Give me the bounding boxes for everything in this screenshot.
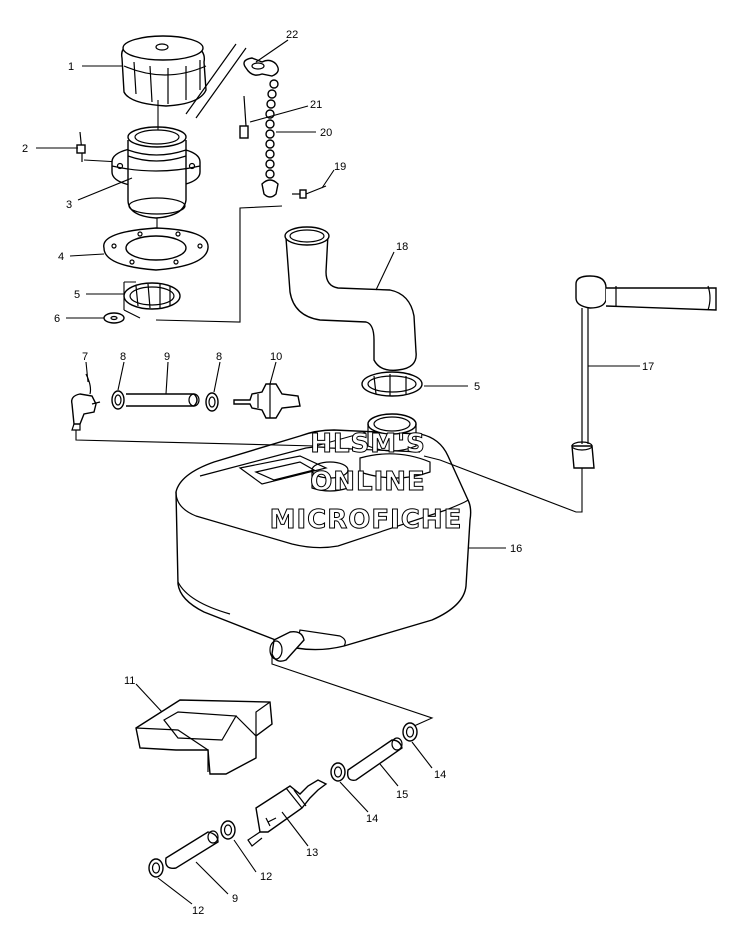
callout-8-left: 8 [120, 351, 126, 363]
leader-21 [249, 105, 309, 123]
leader-22 [255, 39, 289, 63]
leader-15 [379, 763, 399, 787]
clamp-12-upper [220, 820, 236, 840]
washer-6 [103, 312, 125, 324]
leader-12b [157, 877, 193, 905]
fuel-gauge-17 [571, 275, 717, 469]
bracket-5a [123, 281, 141, 319]
filler-neck [111, 126, 201, 219]
callout-10: 10 [270, 351, 282, 363]
clamp-5-upper [123, 282, 181, 310]
callout-7: 7 [82, 351, 88, 363]
fuel-hose-15 [346, 737, 403, 781]
callout-20: 20 [320, 127, 332, 139]
leader-10 [269, 361, 277, 385]
callout-5-lower: 5 [474, 381, 480, 393]
callout-11: 11 [124, 675, 135, 687]
fuel-cap [120, 35, 207, 107]
clamp-12-lower [148, 858, 164, 878]
fuel-hose-9-lower [165, 830, 219, 869]
callout-22: 22 [286, 29, 298, 41]
clamp-14-lower [330, 762, 346, 782]
leader-12a [233, 839, 257, 873]
callout-14-upper: 14 [434, 769, 446, 781]
leader-14a [411, 741, 433, 769]
retainer-chain [239, 57, 279, 198]
watermark-line-2: ONLINE [310, 467, 426, 497]
watermark-line-1: HLSM'S [310, 429, 426, 459]
callout-21: 21 [310, 99, 322, 111]
callout-5-upper: 5 [74, 289, 80, 301]
neck-to-hose-line [155, 205, 283, 323]
leader-7 [85, 361, 89, 383]
callout-16: 16 [510, 543, 522, 555]
callout-9-upper: 9 [164, 351, 170, 363]
leader-19 [321, 169, 335, 189]
callout-9-lower: 9 [232, 893, 238, 905]
clamp-14-upper [402, 722, 418, 742]
filler-hose-18 [284, 226, 417, 371]
callout-12-lower: 12 [192, 905, 204, 917]
callout-17: 17 [642, 361, 654, 373]
leader-4 [69, 253, 105, 257]
cap-tether [185, 43, 247, 119]
leader-8a [117, 361, 125, 391]
vent-screw-19 [292, 185, 327, 199]
leader-18 [375, 251, 395, 291]
callout-2: 2 [22, 143, 28, 155]
outlet-to-line [271, 654, 434, 727]
clamp-8-left [111, 390, 125, 410]
gasket-4 [103, 227, 209, 271]
leader-9a [165, 361, 169, 395]
callout-19: 19 [334, 161, 346, 173]
clamp-8-right [205, 392, 219, 412]
clamp-5-lower [361, 371, 423, 397]
tank-bracket-11 [135, 699, 273, 775]
watermark-line-3: MICROFICHE [270, 505, 463, 535]
leader-11 [135, 683, 163, 713]
callout-4: 4 [58, 251, 64, 263]
callout-6: 6 [54, 313, 60, 325]
leader-3 [77, 177, 133, 201]
screw-small-2 [76, 131, 86, 162]
vent-elbow-7 [70, 373, 101, 431]
leader-8b [213, 361, 221, 393]
callout-8-right: 8 [216, 351, 222, 363]
check-valve-10 [233, 383, 301, 419]
fuel-tank-16 [175, 413, 472, 662]
leader-9b [195, 861, 229, 895]
leader-13 [281, 811, 309, 847]
fuel-filter-13 [247, 779, 328, 847]
gauge-to-tank-line [423, 455, 583, 513]
callout-15: 15 [396, 789, 408, 801]
callout-1: 1 [68, 61, 74, 73]
callout-14-lower: 14 [366, 813, 378, 825]
leader-14b [339, 781, 369, 813]
vent-to-tank-line [75, 430, 367, 447]
callout-18: 18 [396, 241, 408, 253]
callout-12-upper: 12 [260, 871, 272, 883]
vent-hose-9 [126, 393, 200, 407]
callout-13: 13 [306, 847, 318, 859]
callout-3: 3 [66, 199, 72, 211]
